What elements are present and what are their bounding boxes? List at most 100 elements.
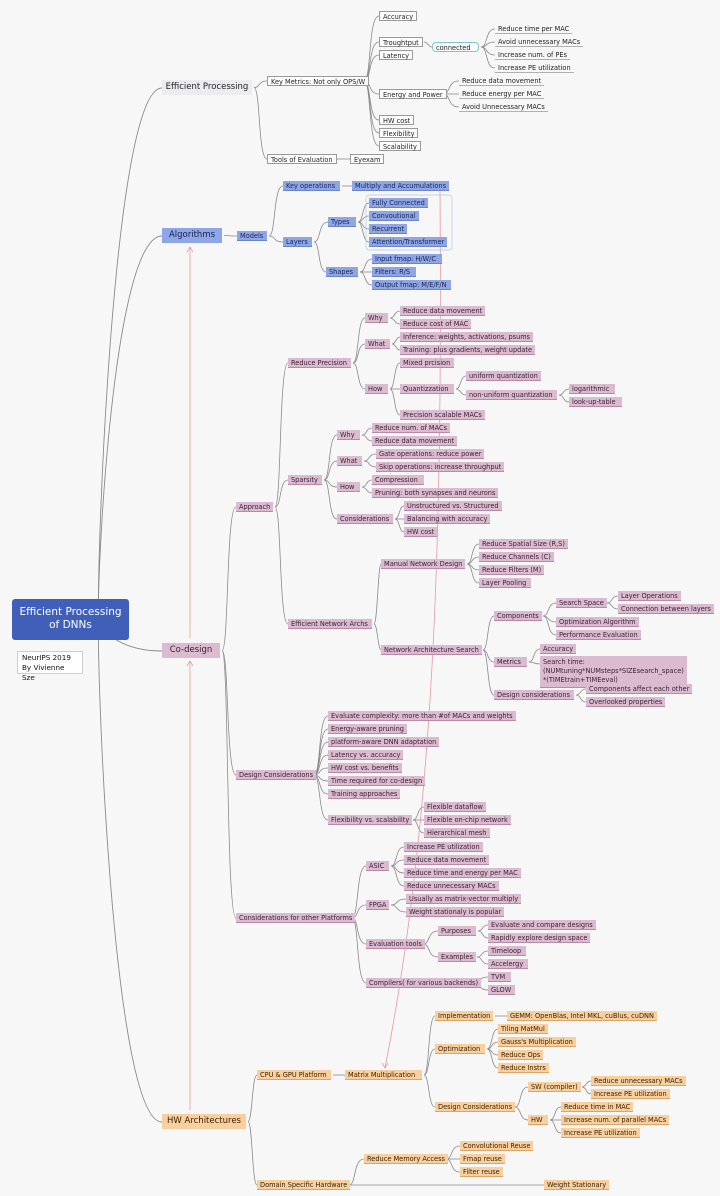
node-energy-power[interactable]: Energy and Power (379, 89, 447, 99)
node-what2[interactable]: What (337, 456, 362, 466)
node-eyexam[interactable]: Eyexam (350, 154, 385, 164)
node-hw[interactable]: HW (528, 1115, 548, 1125)
node-eval-complexity[interactable]: Evaluate complexity: more than #of MACs … (328, 711, 516, 721)
node-reduce-instrs[interactable]: Reduce Instrs (498, 1063, 549, 1073)
node-implementation[interactable]: Implementation (435, 1011, 494, 1021)
node-latency[interactable]: Latency (379, 50, 414, 60)
node-hw-design-considerations[interactable]: Design Considerations (435, 1102, 516, 1112)
node-input-fmap[interactable]: Input fmap: H/W/C (372, 254, 442, 264)
node-filter-reuse[interactable]: Filter reuse (460, 1167, 503, 1177)
node-increase-pe-util1[interactable]: Increase PE utilization (495, 63, 574, 73)
node-recurrent[interactable]: Recurrent (369, 224, 408, 234)
node-tools-eval[interactable]: Tools of Evaluation (267, 154, 337, 164)
node-why1[interactable]: Why (365, 313, 388, 323)
node-fpga[interactable]: FPGA (366, 900, 390, 910)
node-manual-design[interactable]: Manual Network Design (381, 559, 466, 569)
node-quantization[interactable]: Quantizzation (400, 384, 454, 394)
node-throughput[interactable]: Troughtput (379, 37, 423, 47)
node-connection-layers[interactable]: Connection between layers (618, 604, 714, 614)
node-reduce-data-movement1[interactable]: Reduce data movement (459, 76, 545, 86)
node-rp-reduce-cost-mac[interactable]: Reduce cost of MAC (400, 319, 472, 329)
node-reduce-precision[interactable]: Reduce Precision (288, 358, 351, 368)
branch-efficient-processing[interactable]: Efficient Processing (162, 80, 252, 95)
node-inference[interactable]: Inference: weights, activations, psums (400, 332, 534, 342)
node-layers[interactable]: Layers (283, 237, 312, 247)
node-mac-acc[interactable]: Multiply and Accumulations (352, 181, 449, 191)
node-gauss[interactable]: Gauss's Multiplication (498, 1037, 576, 1047)
node-reduce-filters[interactable]: Reduce Filters (M) (479, 565, 545, 575)
node-sw-reduce-macs[interactable]: Reduce unnecessary MACs (591, 1076, 686, 1086)
node-types[interactable]: Types (328, 217, 356, 227)
node-reduce-ops[interactable]: Reduce Ops (498, 1050, 544, 1060)
node-asic-time-energy[interactable]: Reduce time and energy per MAC (404, 868, 521, 878)
node-precision-scalable[interactable]: Precision scalable MACs (400, 410, 485, 420)
node-eval-compare[interactable]: Evaluate and compare designs (488, 920, 596, 930)
node-asic[interactable]: ASIC (366, 861, 389, 871)
node-matrix-mult[interactable]: Matrix Multiplication (345, 1070, 422, 1080)
node-flexibility[interactable]: Flexibility (379, 128, 419, 138)
node-nas[interactable]: Network Architecture Search (381, 645, 482, 655)
node-optimization[interactable]: Optimization (435, 1044, 485, 1054)
node-fpga-mv[interactable]: Usually as matrix-vector multiply (406, 894, 522, 904)
node-avoid-unnecessary-macs2[interactable]: Avoid Unnecessary MACs (459, 102, 548, 112)
node-compression[interactable]: Compression (372, 475, 424, 485)
node-overlooked[interactable]: Overlooked properties (586, 697, 666, 707)
node-other-platforms[interactable]: Considerations for other Platforms (236, 913, 356, 923)
node-models[interactable]: Models (237, 231, 267, 241)
node-hw-reduce-time[interactable]: Reduce time in MAC (561, 1102, 634, 1112)
node-accuracy[interactable]: Accuracy (379, 11, 418, 21)
node-opt-algorithm[interactable]: Optimization Algorithm (556, 617, 639, 627)
node-cpu-gpu[interactable]: CPU & GPU Platform (257, 1070, 331, 1080)
node-rp-reduce-data-movement[interactable]: Reduce data movement (400, 306, 486, 316)
node-platform-dnn[interactable]: platform-aware DNN adaptation (328, 737, 440, 747)
node-lookup-table[interactable]: look-up-table (569, 397, 622, 407)
node-connected[interactable]: connected (432, 42, 479, 52)
node-how1[interactable]: How (365, 384, 388, 394)
node-logarithmic[interactable]: logarithmic (569, 384, 615, 394)
node-hw-pe[interactable]: Increase PE utilization (561, 1128, 640, 1138)
node-sw-compiler[interactable]: SW (compiler) (528, 1082, 581, 1092)
node-design-considerations-nas[interactable]: Design considerations (494, 690, 574, 700)
node-pruning[interactable]: Pruning: both synapses and neurons (372, 488, 499, 498)
node-layer-pooling[interactable]: Layer Pooling (479, 578, 531, 588)
node-mixed-precision[interactable]: Mixed prcision (400, 358, 454, 368)
node-components-affect[interactable]: Components affect each other (586, 684, 693, 694)
node-avoid-unnecessary-macs1[interactable]: Avoid unnecessary MACs (495, 37, 584, 47)
node-perf-eval[interactable]: Performance Evaluation (556, 630, 641, 640)
node-rapid-explore[interactable]: Rapidly explore design space (488, 933, 591, 943)
node-training[interactable]: Training: plus gradients, weight update (400, 345, 536, 355)
node-compilers[interactable]: Compilers( for various backends) (366, 978, 482, 988)
node-conv-reuse[interactable]: Convolutional Reuse (460, 1141, 534, 1151)
node-convolutional[interactable]: Convoutional (369, 211, 419, 221)
node-sparsity[interactable]: Sparsity (288, 475, 322, 485)
node-eval-tools[interactable]: Evaluation tools (366, 939, 425, 949)
node-energy-pruning[interactable]: Energy-aware pruning (328, 724, 407, 734)
node-uniform-q[interactable]: uniform quantization (466, 371, 541, 381)
node-tiling[interactable]: Tiling MatMul (498, 1024, 548, 1034)
node-fully-connected[interactable]: Fully Connected (369, 198, 428, 208)
node-sp-reduce-data-movement[interactable]: Reduce data movement (372, 436, 458, 446)
node-search-space[interactable]: Search Space (556, 598, 607, 608)
node-asic-macs[interactable]: Reduce unnecessary MACs (404, 881, 499, 891)
node-reduce-memory[interactable]: Reduce Memory Access (364, 1154, 448, 1164)
node-hw-parallel[interactable]: Increase num. of parallel MACs (561, 1115, 670, 1125)
node-timeloop[interactable]: Timeloop (488, 946, 526, 956)
node-gate-ops[interactable]: Gate operations: reduce power (376, 449, 485, 459)
node-fmap-reuse[interactable]: Fmap reuse (460, 1154, 505, 1164)
node-domain-specific[interactable]: Domain Specific Hardware (257, 1180, 351, 1190)
node-flex-scal[interactable]: Flexibility vs. scalability (328, 815, 413, 825)
node-flexible-dataflow[interactable]: Flexible dataflow (424, 802, 486, 812)
node-layer-operations[interactable]: Layer Operations (618, 591, 681, 601)
node-reduce-spatial[interactable]: Reduce Spatial Size (R,S) (479, 539, 568, 549)
branch-co-design[interactable]: Co-design (162, 643, 220, 658)
node-flexible-onchip[interactable]: Flexible on-chip network (424, 815, 511, 825)
node-balancing[interactable]: Balancing with accuracy (404, 514, 491, 524)
node-unstructured[interactable]: Unstructured vs. Structured (404, 501, 502, 511)
node-gemm[interactable]: GEMM: OpenBlas, Intel MKL, cuBlus, cuDNN (507, 1011, 657, 1021)
node-reduce-time-per-mac[interactable]: Reduce time per MAC (495, 24, 573, 34)
node-search-time[interactable]: Search time: (NUMtuning*NUMsteps*SIZEsea… (540, 656, 687, 688)
node-how2[interactable]: How (337, 482, 360, 492)
node-asic-pe[interactable]: Increase PE utilization (404, 842, 483, 852)
node-sw-increase-pe[interactable]: Increase PE utilization (591, 1089, 670, 1099)
node-components[interactable]: Components (494, 611, 542, 621)
